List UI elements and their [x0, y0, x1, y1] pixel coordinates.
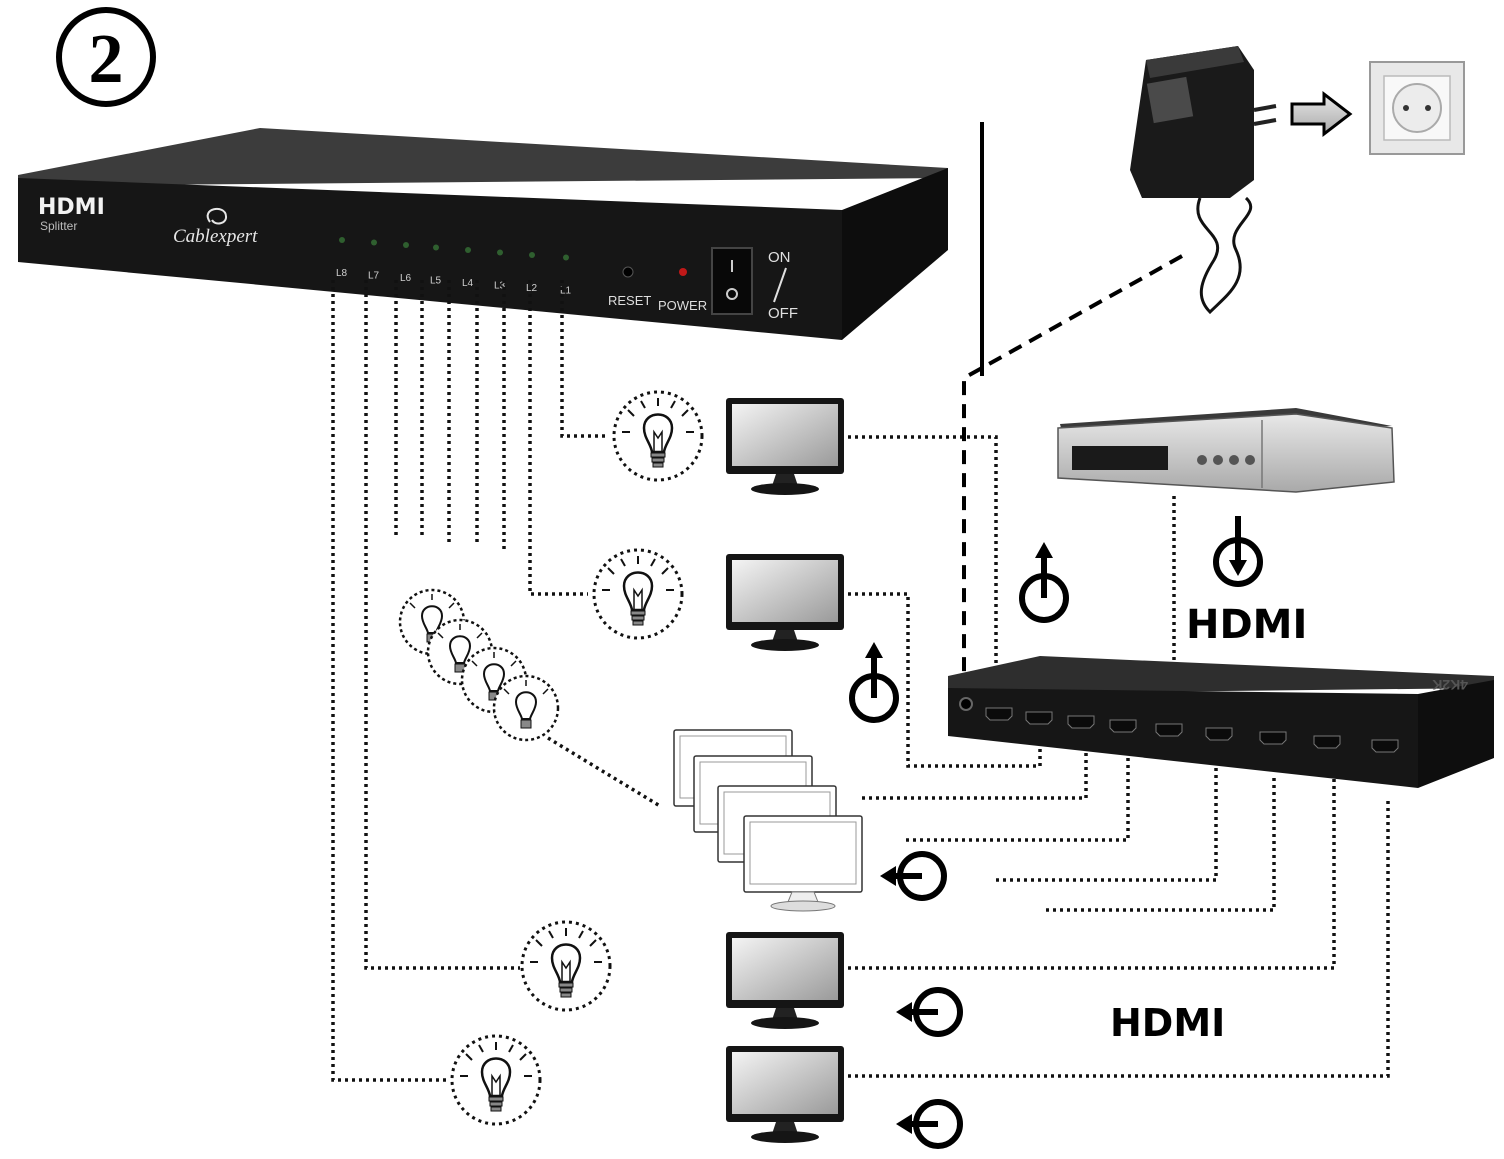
hdmi-port [1313, 735, 1341, 749]
led-dotted-lines [331, 280, 661, 1082]
step-number-badge: 2 [56, 7, 156, 107]
indicator-bulb-7 [520, 920, 612, 1012]
output-arrow-left-icon-1 [880, 854, 944, 898]
satellite-receiver [1057, 408, 1395, 493]
hdmi-logo-1: HDMI [1186, 602, 1307, 648]
led-label: L8 [336, 268, 348, 279]
indicator-bulb-1 [612, 390, 704, 482]
power-adapter [1130, 46, 1277, 315]
hdmi-port [1155, 723, 1183, 737]
indicator-bulb-8 [450, 1034, 542, 1126]
led-indicator [403, 242, 409, 248]
led-indicator [465, 247, 471, 253]
power-label: POWER [658, 298, 707, 313]
hdmi-port [1205, 727, 1233, 741]
hdmi-port [1109, 719, 1137, 733]
led-indicator-row: L8 L7 L6 L5 L4 L3 L2 L1 [336, 237, 572, 297]
rear-unit-top-text: 4K2K [1432, 677, 1468, 693]
output-arrow-left-icon-3 [896, 1102, 960, 1146]
hdmi-port [985, 707, 1013, 721]
led-indicator [529, 252, 535, 258]
led-indicator [371, 239, 377, 246]
hdmi-splitter-rear-panel: 4K2K [948, 656, 1494, 788]
wall-socket [1369, 61, 1465, 155]
arrow-to-socket-icon [1290, 90, 1353, 138]
input-arrow-up-icon [1022, 542, 1066, 620]
power-cable [962, 122, 1183, 684]
switch-on-label: ON [768, 249, 791, 266]
splitter-model-label: Splitter [40, 219, 77, 233]
input-arrow-down-icon [1213, 516, 1263, 587]
led-label: L3 [494, 281, 506, 292]
step-number: 2 [89, 21, 124, 98]
led-indicator [563, 254, 569, 261]
monitor-1 [726, 398, 844, 495]
cablexpert-swirl-icon [206, 207, 228, 225]
led-label: L4 [462, 278, 474, 289]
led-label: L2 [526, 283, 538, 294]
reset-button[interactable] [622, 266, 634, 278]
led-indicator [433, 244, 439, 251]
dc-input-port [959, 697, 973, 711]
cablexpert-logo: Cablexpert [173, 226, 258, 247]
monitor-7 [726, 932, 844, 1029]
led-indicator [339, 237, 345, 243]
switch-slash [773, 267, 787, 303]
led-label: L7 [368, 271, 380, 282]
indicator-bulb-2 [592, 548, 684, 640]
output-arrow-up-icon [852, 642, 896, 720]
switch-off-label: OFF [768, 305, 798, 322]
power-switch[interactable] [711, 247, 753, 315]
led-label: L6 [400, 273, 412, 284]
hdmi-port [1371, 739, 1399, 753]
splitter-brand-logo: HDMI [38, 195, 105, 220]
led-label: L5 [430, 276, 442, 287]
output-arrow-left-icon-2 [896, 990, 960, 1034]
reset-label: RESET [608, 293, 651, 308]
monitor-8 [726, 1046, 844, 1143]
hdmi-port [1067, 715, 1095, 729]
led-indicator [497, 249, 503, 256]
hdmi-port [1259, 731, 1287, 745]
indicator-bulb-group [398, 588, 560, 742]
hdmi-port [1025, 711, 1053, 725]
hdmi-logo-2: HDMI [1110, 1001, 1225, 1045]
power-led [679, 268, 687, 276]
monitor-stack [673, 729, 863, 912]
monitor-2 [726, 554, 844, 651]
led-label: L1 [560, 286, 572, 297]
